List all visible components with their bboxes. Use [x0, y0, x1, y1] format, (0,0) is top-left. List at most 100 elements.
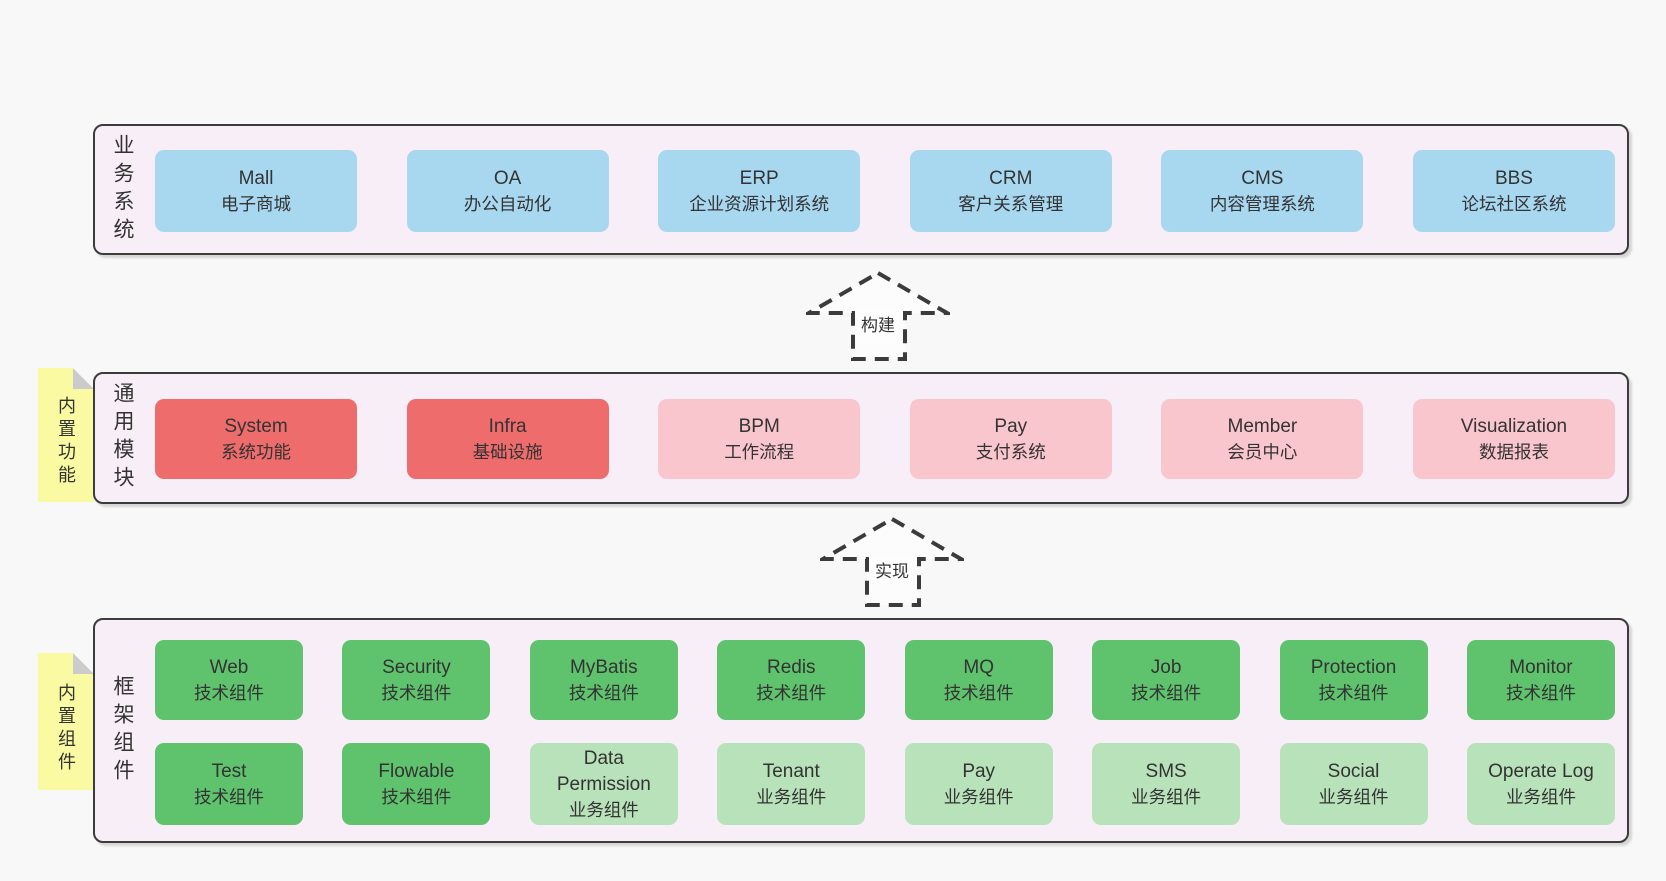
box-title: Redis [766, 656, 816, 678]
box-bbs: BBS 论坛社区系统 [1412, 150, 1615, 232]
box-subtitle: 业务组件 [1318, 787, 1389, 808]
box-pay: Pay 支付系统 [909, 399, 1112, 479]
box-title: Operate Log [1488, 760, 1594, 782]
section-label: 通用模块 [111, 382, 134, 494]
box-title: Data Permission [556, 747, 651, 795]
box-title: BBS [1494, 167, 1533, 189]
box-title: MQ [963, 656, 994, 678]
box-title: Protection [1310, 656, 1397, 678]
box-pay-component: Pay 业务组件 [904, 743, 1053, 825]
arrow-build: 构建 [806, 270, 950, 362]
box-redis: Redis 技术组件 [717, 640, 866, 720]
box-subtitle: 客户关系管理 [958, 194, 1064, 215]
box-subtitle: 技术组件 [1318, 683, 1389, 704]
sticky-note-label: 内置组件 [56, 682, 76, 775]
box-crm: CRM 客户关系管理 [909, 150, 1112, 232]
box-social: Social 业务组件 [1279, 743, 1428, 825]
box-job: Job 技术组件 [1092, 640, 1241, 720]
box-subtitle: 业务组件 [943, 787, 1014, 808]
box-subtitle: 支付系统 [975, 442, 1046, 463]
arrow-label: 构建 [857, 310, 899, 337]
box-title: Flowable [378, 760, 455, 782]
box-subtitle: 系统功能 [221, 442, 291, 463]
box-oa: OA 办公自动化 [406, 150, 609, 232]
box-title: OA [493, 167, 522, 189]
box-subtitle: 技术组件 [194, 683, 264, 704]
box-subtitle: 论坛社区系统 [1461, 194, 1567, 215]
box-protection: Protection 技术组件 [1279, 640, 1428, 720]
box-subtitle: 技术组件 [943, 683, 1014, 704]
folded-corner-icon [73, 368, 94, 389]
box-security: Security 技术组件 [342, 640, 491, 720]
box-subtitle: 数据报表 [1478, 442, 1549, 463]
box-bpm: BPM 工作流程 [658, 399, 861, 479]
folded-corner-icon [73, 653, 94, 674]
box-mall: Mall 电子商城 [155, 150, 357, 232]
box-tenant: Tenant 业务组件 [717, 743, 866, 825]
section-framework-components: 框架组件 Web 技术组件 Security 技术组件 MyBatis 技术组件… [93, 618, 1629, 843]
box-title: Infra [488, 415, 527, 437]
box-cms: CMS 内容管理系统 [1161, 150, 1364, 232]
box-title: Pay [994, 415, 1028, 437]
box-subtitle: 技术组件 [194, 787, 264, 808]
box-title: Mall [238, 167, 274, 189]
box-subtitle: 技术组件 [568, 683, 639, 704]
box-title: ERP [739, 167, 779, 189]
box-subtitle: 技术组件 [756, 683, 827, 704]
box-title: Test [211, 760, 247, 782]
box-erp: ERP 企业资源计划系统 [658, 150, 861, 232]
sticky-note-built-in-components: 内置组件 [38, 653, 94, 790]
box-subtitle: 技术组件 [381, 683, 452, 704]
box-mq: MQ 技术组件 [904, 640, 1053, 720]
box-title: Job [1150, 656, 1182, 678]
box-subtitle: 基础设施 [472, 442, 543, 463]
box-monitor: Monitor 技术组件 [1466, 640, 1615, 720]
box-member: Member 会员中心 [1161, 399, 1364, 479]
box-system: System 系统功能 [155, 399, 357, 479]
box-subtitle: 工作流程 [724, 442, 795, 463]
box-subtitle: 业务组件 [756, 787, 827, 808]
sticky-note-label: 内置功能 [56, 396, 76, 488]
sticky-note-built-in-functions: 内置功能 [38, 368, 94, 502]
box-flowable: Flowable 技术组件 [342, 743, 491, 825]
section-common-modules: 通用模块 System 系统功能 Infra 基础设施 BPM 工作流程 Pay… [93, 372, 1629, 504]
box-row: Test 技术组件 Flowable 技术组件 Data Permission … [155, 743, 1615, 825]
box-subtitle: 会员中心 [1227, 442, 1298, 463]
arrow-implement: 实现 [820, 516, 964, 608]
box-test: Test 技术组件 [155, 743, 303, 825]
box-title: Web [209, 656, 249, 678]
box-sms: SMS 业务组件 [1092, 743, 1241, 825]
box-title: CMS [1241, 167, 1284, 189]
box-subtitle: 技术组件 [1131, 683, 1202, 704]
box-subtitle: 办公自动化 [463, 194, 552, 215]
box-title: Monitor [1509, 656, 1573, 678]
box-subtitle: 技术组件 [381, 787, 452, 808]
box-subtitle: 电子商城 [221, 194, 291, 215]
box-row: Mall 电子商城 OA 办公自动化 ERP 企业资源计划系统 CRM 客户关系… [155, 150, 1615, 232]
box-web: Web 技术组件 [155, 640, 303, 720]
box-title: Security [382, 656, 451, 678]
box-title: MyBatis [570, 656, 638, 678]
box-operate-log: Operate Log 业务组件 [1466, 743, 1615, 825]
box-title: System [224, 415, 288, 437]
box-title: Member [1227, 415, 1298, 437]
arrow-label: 实现 [871, 556, 913, 583]
box-title: Visualization [1460, 415, 1568, 437]
box-visualization: Visualization 数据报表 [1412, 399, 1615, 479]
section-label: 业务系统 [111, 133, 134, 246]
box-title: CRM [989, 167, 1033, 189]
box-title: Social [1327, 760, 1380, 782]
box-mybatis: MyBatis 技术组件 [529, 640, 678, 720]
box-subtitle: 企业资源计划系统 [689, 194, 830, 215]
section-label: 框架组件 [111, 674, 134, 787]
box-row: System 系统功能 Infra 基础设施 BPM 工作流程 Pay 支付系统… [155, 399, 1615, 479]
box-subtitle: 业务组件 [568, 800, 639, 821]
box-infra: Infra 基础设施 [406, 399, 609, 479]
box-title: Pay [962, 760, 996, 782]
box-subtitle: 业务组件 [1131, 787, 1202, 808]
box-subtitle: 技术组件 [1505, 683, 1576, 704]
box-title: Tenant [762, 760, 820, 782]
box-subtitle: 内容管理系统 [1209, 194, 1315, 215]
box-title: SMS [1145, 760, 1187, 782]
